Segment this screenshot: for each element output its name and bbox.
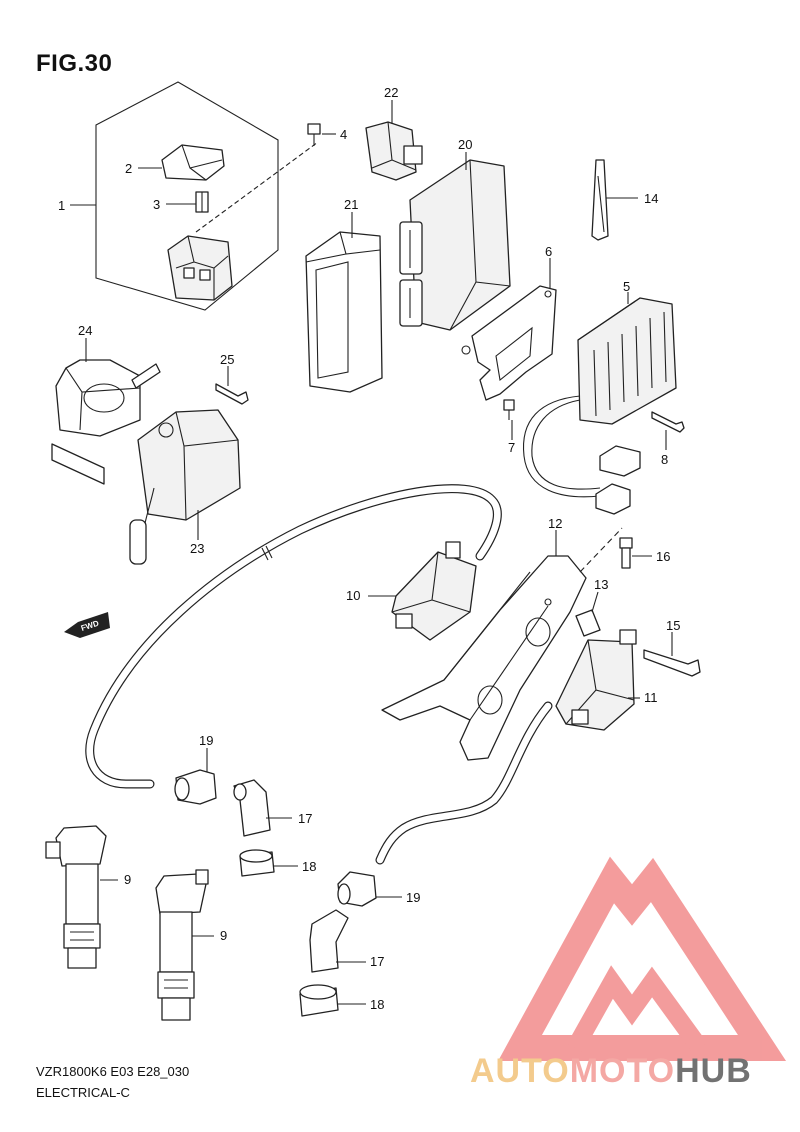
connector-b [595,483,631,515]
callout-17-left: 17 [298,811,312,826]
section-name: ELECTRICAL-C [36,1085,130,1100]
bolt-part-25 [215,383,249,405]
leader-lines [70,100,673,1005]
callout-23: 23 [190,541,204,556]
rubber-strap-part-14 [591,159,609,241]
callout-22: 22 [384,85,398,100]
ecm-part-20 [399,159,511,331]
callout-10: 10 [346,588,360,603]
callout-7: 7 [508,440,515,455]
bolt-part-7 [503,399,515,420]
bracket-part-24 [51,359,161,485]
regulator-part-5 [577,297,677,425]
seal-part-18-right [299,984,339,1017]
callout-9-right: 9 [220,928,227,943]
fuse-part-3 [195,191,209,213]
callout-6: 6 [545,244,552,259]
callout-9-left: 9 [124,872,131,887]
ecm-holder-part-21 [305,231,383,393]
connector-a [599,445,641,477]
watermark-moto: MOTO [570,1052,675,1090]
boot-part-19-left [174,769,217,805]
callout-5: 5 [623,279,630,294]
callout-17-right: 17 [370,954,384,969]
callout-14: 14 [644,191,658,206]
callout-8: 8 [661,452,668,467]
relay-kit-outline [95,81,279,311]
stick-coil-part-9-right [155,869,209,1021]
callout-12: 12 [548,516,562,531]
callout-19-right: 19 [406,890,420,905]
bolt-part-16 [619,537,633,569]
model-code: VZR1800K6 E03 E28_030 [36,1064,190,1079]
callout-18-left: 18 [302,859,316,874]
callout-16: 16 [656,549,670,564]
relay-part-22 [365,121,423,181]
bracket-part-6 [461,285,557,401]
watermark-hub: HUB [675,1052,752,1090]
callout-11: 11 [644,690,658,705]
ignition-coil-part-11 [555,629,637,731]
callout-4: 4 [340,127,347,142]
callout-21: 21 [344,197,358,212]
callout-3: 3 [153,197,160,212]
watermark-auto: AUTO [470,1052,570,1090]
stick-coil-part-9-left [45,825,107,969]
forward-arrow: FWD [64,612,110,638]
bolt-part-15 [643,649,701,677]
seal-part-18-left [239,849,275,877]
cap-part-17-right [309,909,349,973]
svg-text:AUTOMOTOHUB: AUTOMOTOHUB [470,1052,752,1090]
coil-bracket-part-12 [381,555,587,761]
boot-part-19-right [337,871,377,907]
callout-24: 24 [78,323,92,338]
callout-25: 25 [220,352,234,367]
ignition-unit-part-23 [137,409,241,521]
bolt-part-8 [651,411,685,433]
watermark-logo: AUTOMOTOHUB [470,856,787,1090]
bolt-part-4 [307,123,321,146]
callout-20: 20 [458,137,472,152]
figure-title: FIG.30 [36,50,113,77]
callout-18-right: 18 [370,997,384,1012]
callout-1: 1 [58,198,65,213]
callout-15: 15 [666,618,680,633]
cap-part-17-left [233,779,271,837]
cover-part-2 [161,144,225,181]
callout-19-left: 19 [199,733,213,748]
ignition-coil-part-10 [391,541,477,641]
starter-relay-part-1 [167,235,233,301]
callout-labels: 1 2 3 4 5 6 7 8 9 9 10 11 12 13 14 15 16… [58,85,680,1012]
watermark-triangle [498,856,787,1061]
callout-2: 2 [125,161,132,176]
spacer-part-13 [575,609,601,637]
callout-13: 13 [594,577,608,592]
